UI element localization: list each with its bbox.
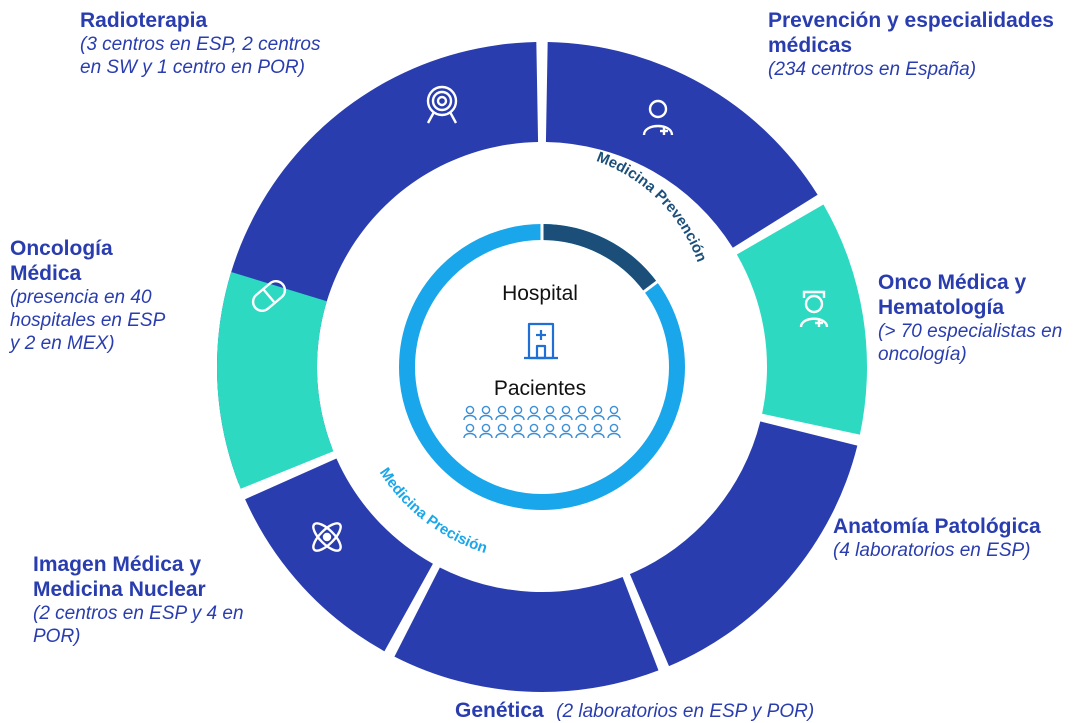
patient-icon — [543, 423, 557, 439]
label-imagen-medica: Imagen Médica y Medicina Nuclear (2 cent… — [33, 552, 283, 648]
patient-icon — [511, 423, 525, 439]
label-genetica: Genética (2 laboratorios en ESP y POR) — [455, 698, 875, 723]
segment-description: (3 centros en ESP, 2 centros en SW y 1 c… — [80, 34, 321, 78]
patient-icon — [575, 405, 589, 421]
patient-icon — [511, 405, 525, 421]
patients-group-icon — [463, 405, 621, 439]
patient-icon — [575, 423, 589, 439]
patient-icon — [559, 405, 573, 421]
target-icon — [426, 85, 458, 124]
segment-title: Prevención y especialidades médicas — [768, 9, 1054, 57]
nurse-icon — [799, 290, 829, 328]
patient-icon — [495, 405, 509, 421]
patient-icon — [591, 423, 605, 439]
hub-subtitle: Pacientes — [494, 377, 586, 400]
segment-prevencion — [545, 42, 818, 248]
segment-description: (2 centros en ESP y 4 en POR) — [33, 603, 244, 647]
patient-icon — [479, 423, 493, 439]
patient-icon — [591, 405, 605, 421]
hospital-icon — [524, 322, 558, 360]
segment-title: Oncología Médica — [10, 237, 113, 285]
patient-icon — [527, 405, 541, 421]
patient-icon — [463, 423, 477, 439]
patient-icon — [607, 405, 621, 421]
inner-ring-prevention — [541, 224, 657, 292]
segment-description: (presencia en 40 hospitales en ESP y 2 e… — [10, 287, 165, 354]
hub-title: Hospital — [502, 282, 578, 305]
patient-icon — [543, 405, 557, 421]
atom-icon — [312, 522, 342, 552]
segment-genetica — [394, 567, 659, 692]
segment-anatomia — [629, 421, 858, 667]
segment-description: (2 laboratorios en ESP y POR) — [556, 701, 815, 722]
pill-icon — [251, 280, 287, 312]
label-prevencion: Prevención y especialidades médicas (234… — [768, 8, 1073, 81]
patient-icon — [495, 423, 509, 439]
label-onco-medica: Onco Médica y Hematología (> 70 especial… — [878, 270, 1078, 366]
label-oncologia-medica: Oncología Médica (presencia en 40 hospit… — [10, 236, 170, 355]
segment-title: Anatomía Patológica — [833, 515, 1041, 538]
patient-icon — [527, 423, 541, 439]
segment-title: Imagen Médica y Medicina Nuclear — [33, 553, 206, 601]
doctor-icon — [642, 99, 674, 136]
segment-oncologia-medica — [217, 271, 334, 489]
patient-icon — [463, 405, 477, 421]
segment-description: (234 centros en España) — [768, 59, 977, 80]
segment-description: (> 70 especialistas en oncología) — [878, 321, 1063, 365]
patient-icon — [479, 405, 493, 421]
segment-title: Radioterapia — [80, 9, 208, 32]
patient-icon — [607, 423, 621, 439]
segment-title: Genética — [455, 699, 544, 722]
segment-description: (4 laboratorios en ESP) — [833, 540, 1031, 561]
label-anatomia: Anatomía Patológica (4 laboratorios en E… — [833, 514, 1043, 562]
label-radioterapia: Radioterapia (3 centros en ESP, 2 centro… — [80, 8, 330, 79]
segment-onco-medica — [736, 204, 867, 435]
segment-title: Onco Médica y Hematología — [878, 271, 1027, 319]
segment-imagen-medica — [245, 458, 433, 652]
patient-icon — [559, 423, 573, 439]
